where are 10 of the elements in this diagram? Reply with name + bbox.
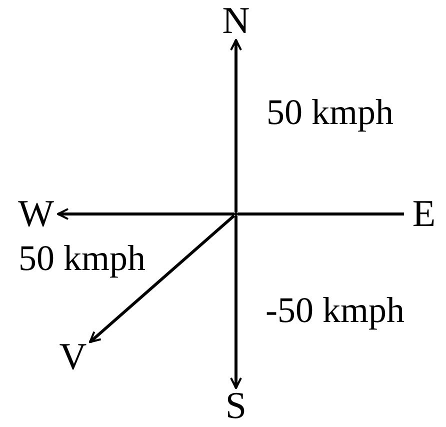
arrow <box>89 214 235 344</box>
direction-label: N <box>221 2 251 40</box>
direction-label: V <box>56 340 90 374</box>
arrow <box>230 216 242 389</box>
direction-label: W <box>14 196 58 232</box>
arrow <box>57 208 234 220</box>
origin-point <box>234 212 238 216</box>
direction-label: S <box>221 388 251 424</box>
direction-label: E <box>404 196 444 232</box>
arrow <box>230 39 242 212</box>
